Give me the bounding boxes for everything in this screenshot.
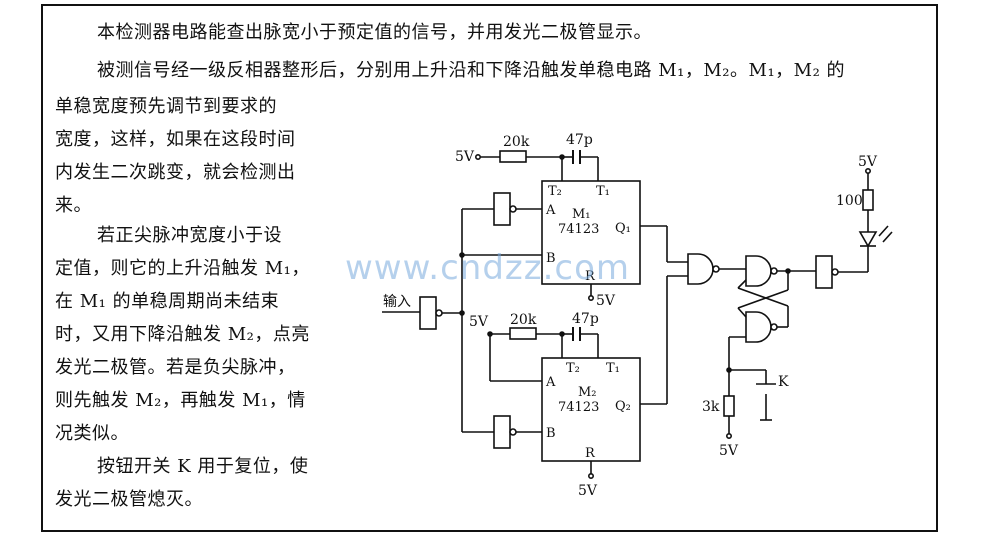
label-m1-t2: T₂ [548,184,562,199]
text-line-1: 本检测器电路能查出脉宽小于预定值的信号，并用发光二极管显示。 [97,22,652,43]
text-line-8: 定值，则它的上升沿触发 M₁， [55,258,310,279]
label-m1-r-5v: 5V [596,293,616,309]
latch-gate-bottom [745,311,772,343]
label-led-5v: 5V [858,154,878,170]
text-line-14: 按钮开关 K 用于复位，使 [97,456,309,477]
inverter-top [493,192,511,226]
label-m2-r: R [585,446,596,461]
text-line-6: 来。 [55,195,92,216]
label-bottom-20k: 20k [510,312,537,328]
label-m2-r-5v: 5V [578,483,598,499]
resistor-3k [723,395,735,417]
text-line-2: 被测信号经一级反相器整形后，分别用上升沿和下降沿触发单稳电路 M₁，M₂。M₁，… [97,60,846,81]
watermark: www.cndzz.com [345,248,631,288]
text-line-10: 时，又用下降沿触发 M₂，点亮 [55,324,310,345]
resistor-top-20k [499,150,527,163]
inverter-bottom [493,415,511,449]
terminal-top-5v [474,154,481,161]
label-m2-a: A [545,375,556,390]
text-line-4: 宽度，这样，如果在这段时间 [55,129,296,150]
label-m1-b: B [546,251,556,266]
label-m2-t1: T₁ [606,361,620,376]
text-line-3: 单稳宽度预先调节到要求的 [55,96,277,117]
resistor-100 [862,189,874,211]
label-m2-name: M₂ [578,385,597,400]
label-m1-q: Q₁ [615,221,631,236]
label-m2-b: B [546,426,556,441]
led-diode [858,231,878,248]
text-line-11: 发光二极管。若是负尖脉冲， [55,357,296,378]
resistor-bottom-20k [509,327,537,340]
text-line-13: 况类似。 [55,423,129,444]
figure-frame [41,4,938,532]
label-3k: 3k [702,399,720,415]
label-m2-q: Q₂ [615,399,631,414]
label-pull-5v: 5V [719,443,739,459]
text-line-7: 若正尖脉冲宽度小于设 [97,225,282,246]
output-inverter [815,255,833,289]
label-top-20k: 20k [503,134,530,150]
text-line-12: 则先触发 M₂，再触发 M₁，情 [55,390,306,411]
label-top-5v: 5V [455,149,475,165]
text-line-15: 发光二极管熄灭。 [55,489,203,510]
label-top-47p: 47p [566,132,593,148]
label-m2-t2: T₂ [566,361,580,376]
nand-gate [687,253,714,285]
label-m1-t1: T₁ [596,184,610,199]
label-m1-a: A [545,203,556,218]
input-inverter [419,296,437,330]
label-switch-k: K [778,374,789,390]
label-m1-chip: 74123 [558,222,599,237]
label-led-100: 100 [836,193,863,209]
label-m2-chip: 74123 [558,400,599,415]
label-bottom-47p: 47p [572,311,599,327]
text-line-9: 在 M₁ 的单稳周期尚未结束 [55,291,280,312]
latch-gate-top [745,255,772,287]
label-m1-name: M₁ [572,207,591,222]
text-line-5: 内发生二次跳变，就会检测出 [55,162,296,183]
label-input: 输入 [383,294,411,310]
label-m1-r: R [585,269,596,284]
label-mid-5v: 5V [469,314,489,330]
